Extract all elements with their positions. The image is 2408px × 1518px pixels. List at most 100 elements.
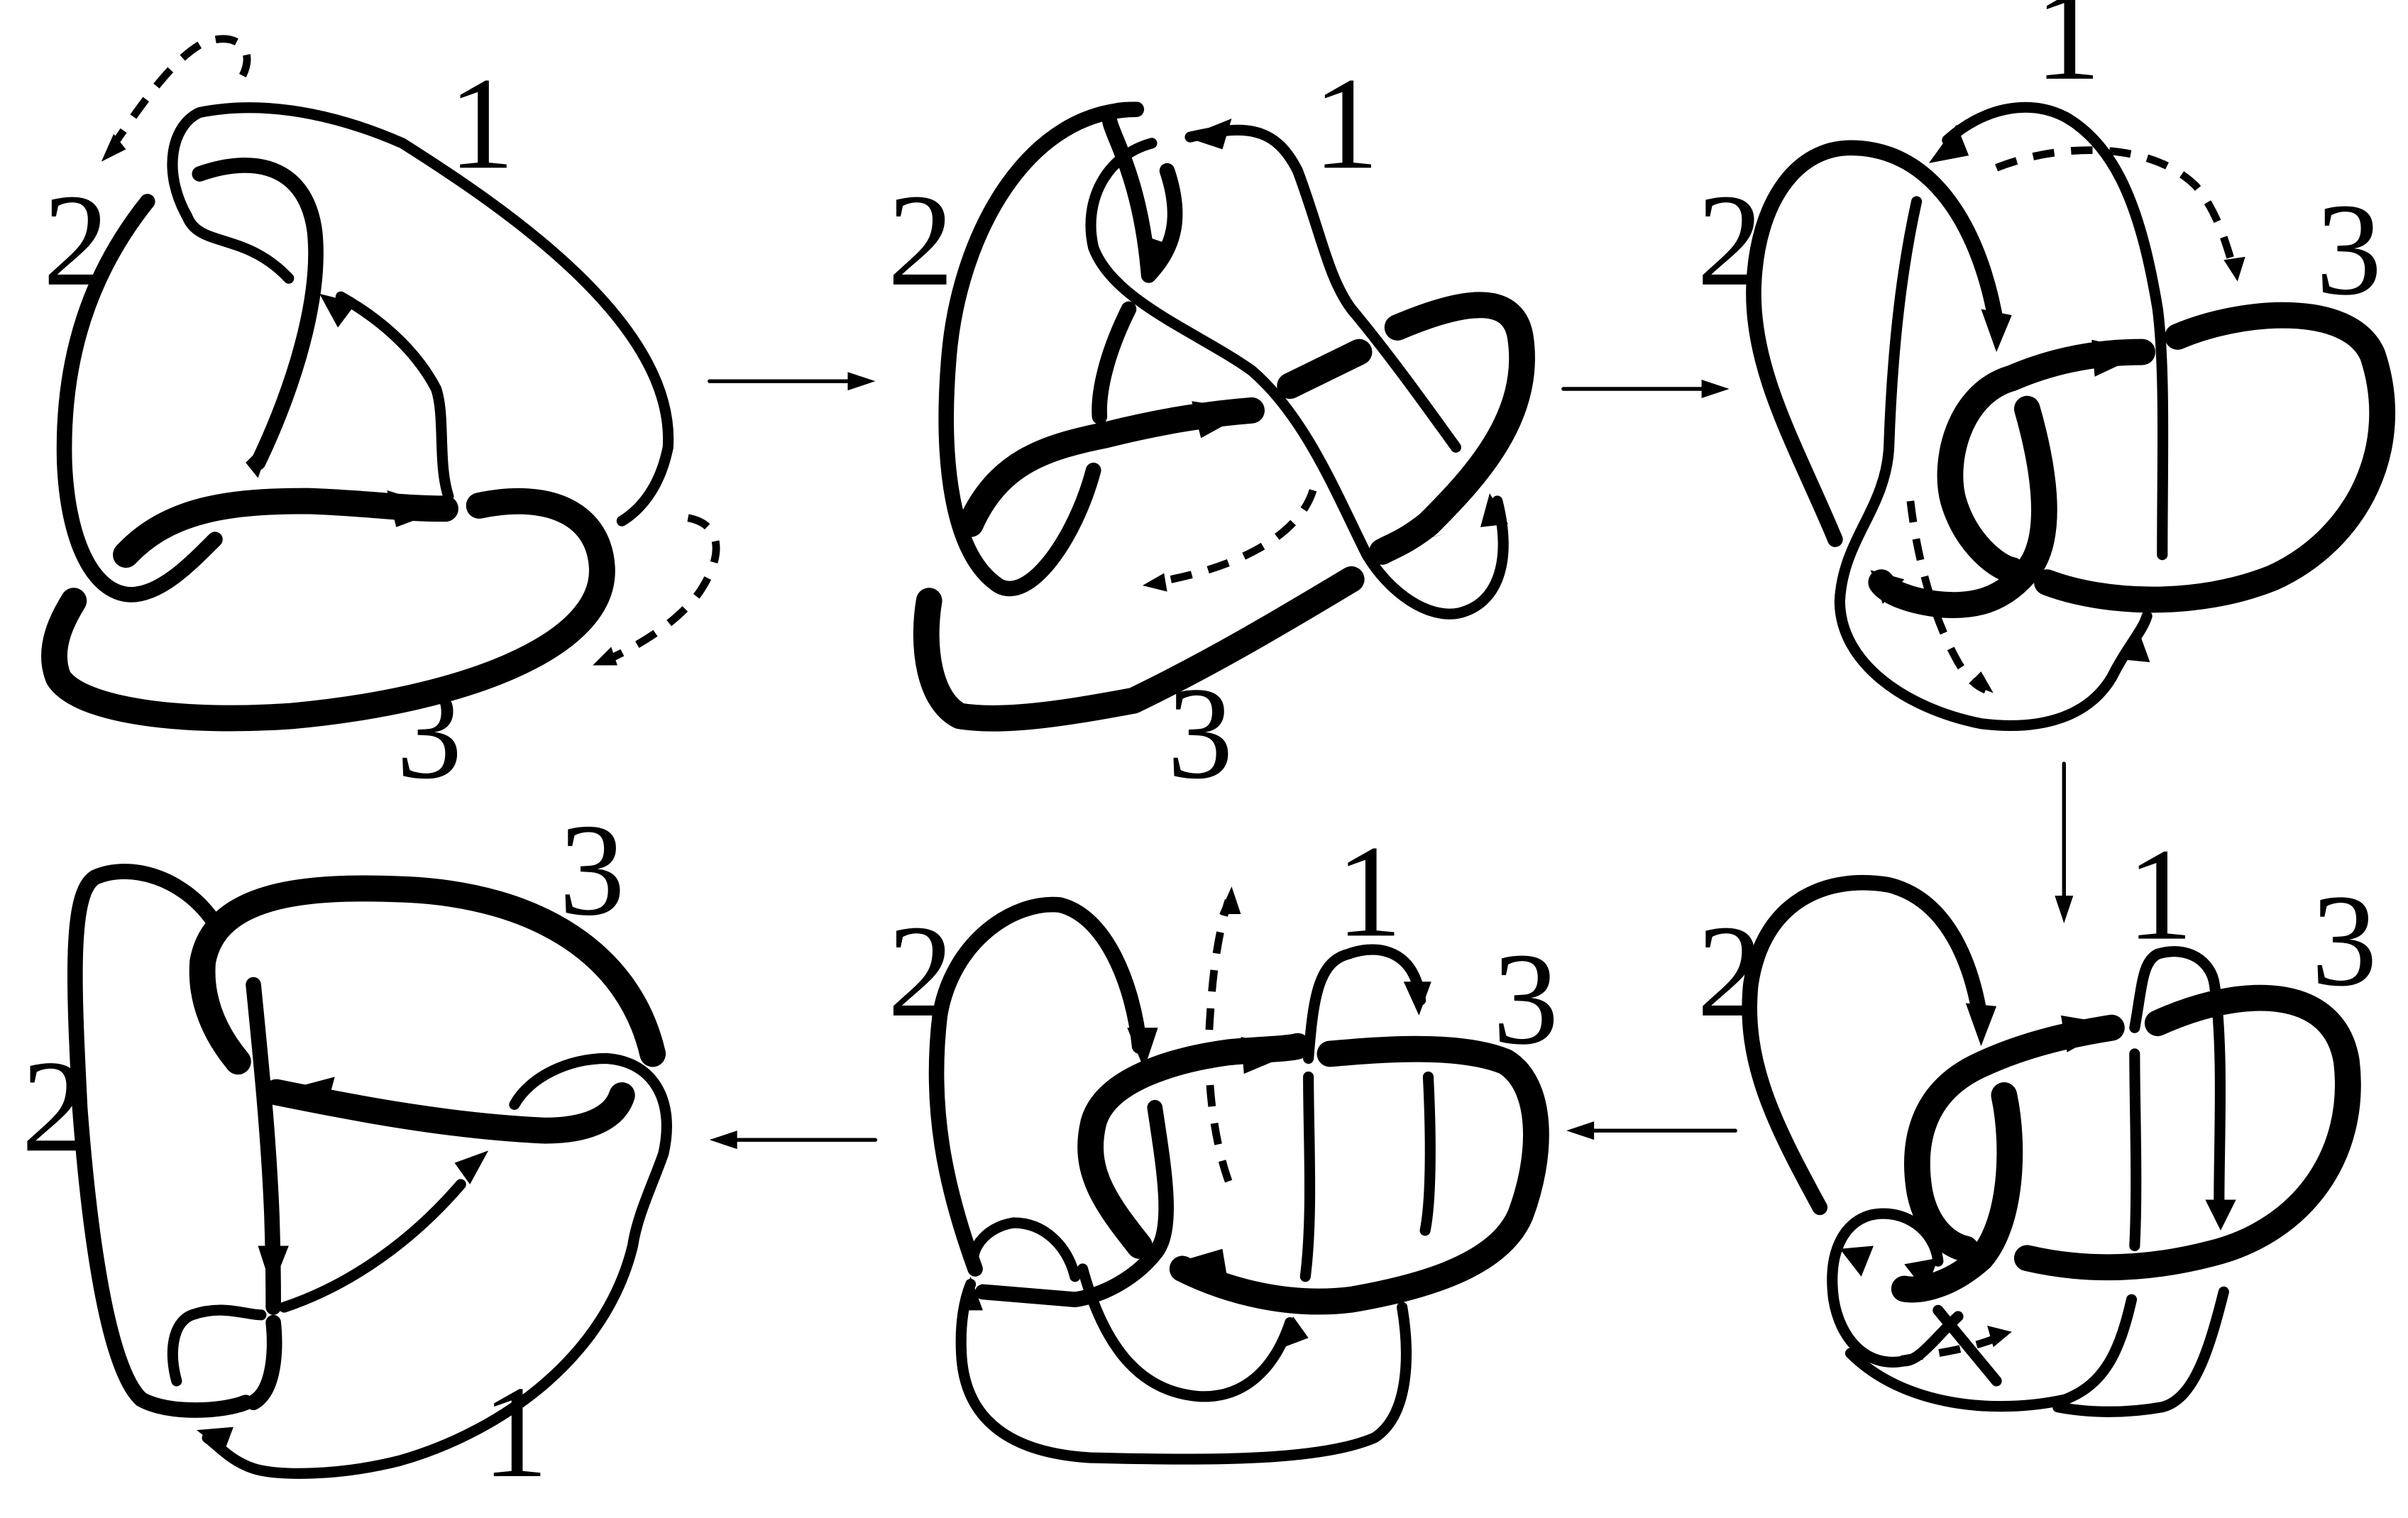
- cross-line: [1933, 1304, 2002, 1387]
- arrowhead: [1192, 401, 1252, 439]
- strand-label: 2: [1697, 898, 1763, 1045]
- arrowhead: [196, 1426, 233, 1452]
- strand-2-inner: [975, 1099, 1174, 1308]
- strand-2-inner: [192, 158, 324, 471]
- strand-1-mid: [278, 1179, 466, 1313]
- panel-top-left: 1 2 3: [41, 35, 720, 806]
- dashed-arrowhead: [1142, 573, 1167, 592]
- arrowhead: [454, 1150, 489, 1184]
- arrowhead: [276, 1077, 335, 1111]
- arrowhead: [1142, 235, 1170, 279]
- strand-1-bottom: [955, 1278, 1412, 1465]
- arrowhead: [1403, 981, 1431, 1016]
- strand-3-outer: [913, 566, 1365, 732]
- strand-label: 2: [888, 167, 954, 314]
- panel-bottom-left: 1 2 3: [21, 797, 672, 1505]
- strand-1: [167, 1304, 267, 1387]
- arrowhead: [1378, 512, 1447, 552]
- strand-label: 1: [2035, 0, 2101, 108]
- dashed-arrowhead: [2223, 256, 2245, 282]
- strand-label: 2: [43, 167, 109, 314]
- strand-1-inner: [335, 291, 454, 502]
- arrowhead: [2119, 628, 2150, 663]
- dashed-arrowhead: [1969, 671, 1994, 693]
- strand-3-right: [1169, 1035, 1549, 1315]
- strand-3-dash: [1277, 292, 1535, 565]
- arrowhead: [1928, 124, 1969, 163]
- strand-1-inner: [1085, 138, 1509, 620]
- arrowhead: [2205, 1199, 2236, 1231]
- arrowhead: [1870, 570, 1905, 604]
- strand-1: [1184, 124, 1461, 453]
- strand-label: 3: [2316, 177, 2382, 323]
- strand-2: [1092, 301, 1137, 424]
- strand-label: 1: [1313, 50, 1379, 197]
- panel-top-middle: 1 2 3: [888, 50, 1535, 806]
- transition-arrow-left: [1566, 1121, 1737, 1140]
- arrowhead: [1284, 1316, 1309, 1348]
- strand-3-right: [2034, 302, 2395, 613]
- dashed-arrow: [600, 514, 720, 666]
- strand-2-outer: [938, 101, 1183, 597]
- strand-1: [1942, 101, 2169, 561]
- dashed-arrow: [1154, 489, 1317, 586]
- arrowhead: [1241, 1037, 1302, 1074]
- strand-1-left: [1299, 1071, 1316, 1282]
- dashed-arrow: [1204, 898, 1233, 1183]
- transition-arrow-down: [2055, 761, 2074, 924]
- strand-1: [1303, 944, 1426, 1065]
- strand-3-inner: [263, 1079, 635, 1144]
- arrowhead: [1904, 1258, 1938, 1292]
- arrowhead: [1170, 1248, 1229, 1286]
- strand-2: [928, 896, 1148, 1277]
- strand-1-left: [2129, 1048, 2142, 1252]
- arrowhead: [1965, 1003, 1997, 1047]
- strand-3-inner: [1868, 365, 2057, 619]
- strand-1-right: [2052, 1286, 2229, 1417]
- panel-bottom-right: 1 2 3: [1697, 822, 2377, 1417]
- arrowhead: [258, 1245, 289, 1289]
- arrowhead: [319, 293, 357, 328]
- strand-3: [1077, 1033, 1311, 1259]
- arrowhead: [1840, 1245, 1874, 1277]
- arrowhead: [1185, 119, 1232, 150]
- strand-label: 2: [888, 898, 954, 1045]
- strand-2: [1742, 875, 1989, 1216]
- dashed-arrowhead: [101, 133, 126, 162]
- arrowhead: [1981, 309, 2012, 353]
- dashed-arrow: [1995, 146, 2238, 273]
- arrowhead: [958, 1276, 983, 1311]
- strand-label: 3: [559, 797, 625, 943]
- strand-label: 3: [2311, 868, 2377, 1014]
- dashed-arrowhead: [1987, 1325, 2012, 1348]
- dashed-arrowhead: [593, 647, 617, 666]
- strand-label: 1: [449, 50, 515, 197]
- strand-2: [56, 194, 223, 603]
- transition-arrow-right: [1561, 380, 1730, 398]
- strand-label: 2: [21, 1033, 87, 1179]
- dashed-arrow: [107, 35, 251, 152]
- strand-label: 1: [1336, 818, 1402, 964]
- strand-3-right: [2013, 984, 2361, 1281]
- arrowhead: [1127, 1028, 1158, 1069]
- strand-label: 3: [396, 660, 462, 806]
- strand-1-right: [1419, 1071, 1436, 1236]
- strand-label: 1: [2127, 822, 2193, 968]
- strand-label: 1: [482, 1359, 548, 1505]
- strand-1-lower: [1845, 1294, 2138, 1412]
- strand-1-inner: [1834, 196, 2153, 731]
- strand-label: 2: [1697, 167, 1763, 314]
- transition-arrow-left: [709, 1131, 878, 1150]
- arrowhead: [246, 434, 274, 478]
- arrowhead: [2060, 1015, 2116, 1052]
- strand-3-inner: [1891, 1051, 2023, 1303]
- dashed-arrow: [1900, 1334, 1999, 1363]
- strand-1-top: [202, 1052, 672, 1479]
- panel-bottom-middle: 1 2 3: [888, 818, 1558, 1465]
- strand-2-inner: [246, 977, 282, 1410]
- strand-label: 3: [1167, 660, 1233, 806]
- panel-top-right: 1 2 3: [1697, 0, 2395, 731]
- dashed-arrowhead: [1219, 886, 1241, 915]
- strand-1: [2129, 946, 2226, 1206]
